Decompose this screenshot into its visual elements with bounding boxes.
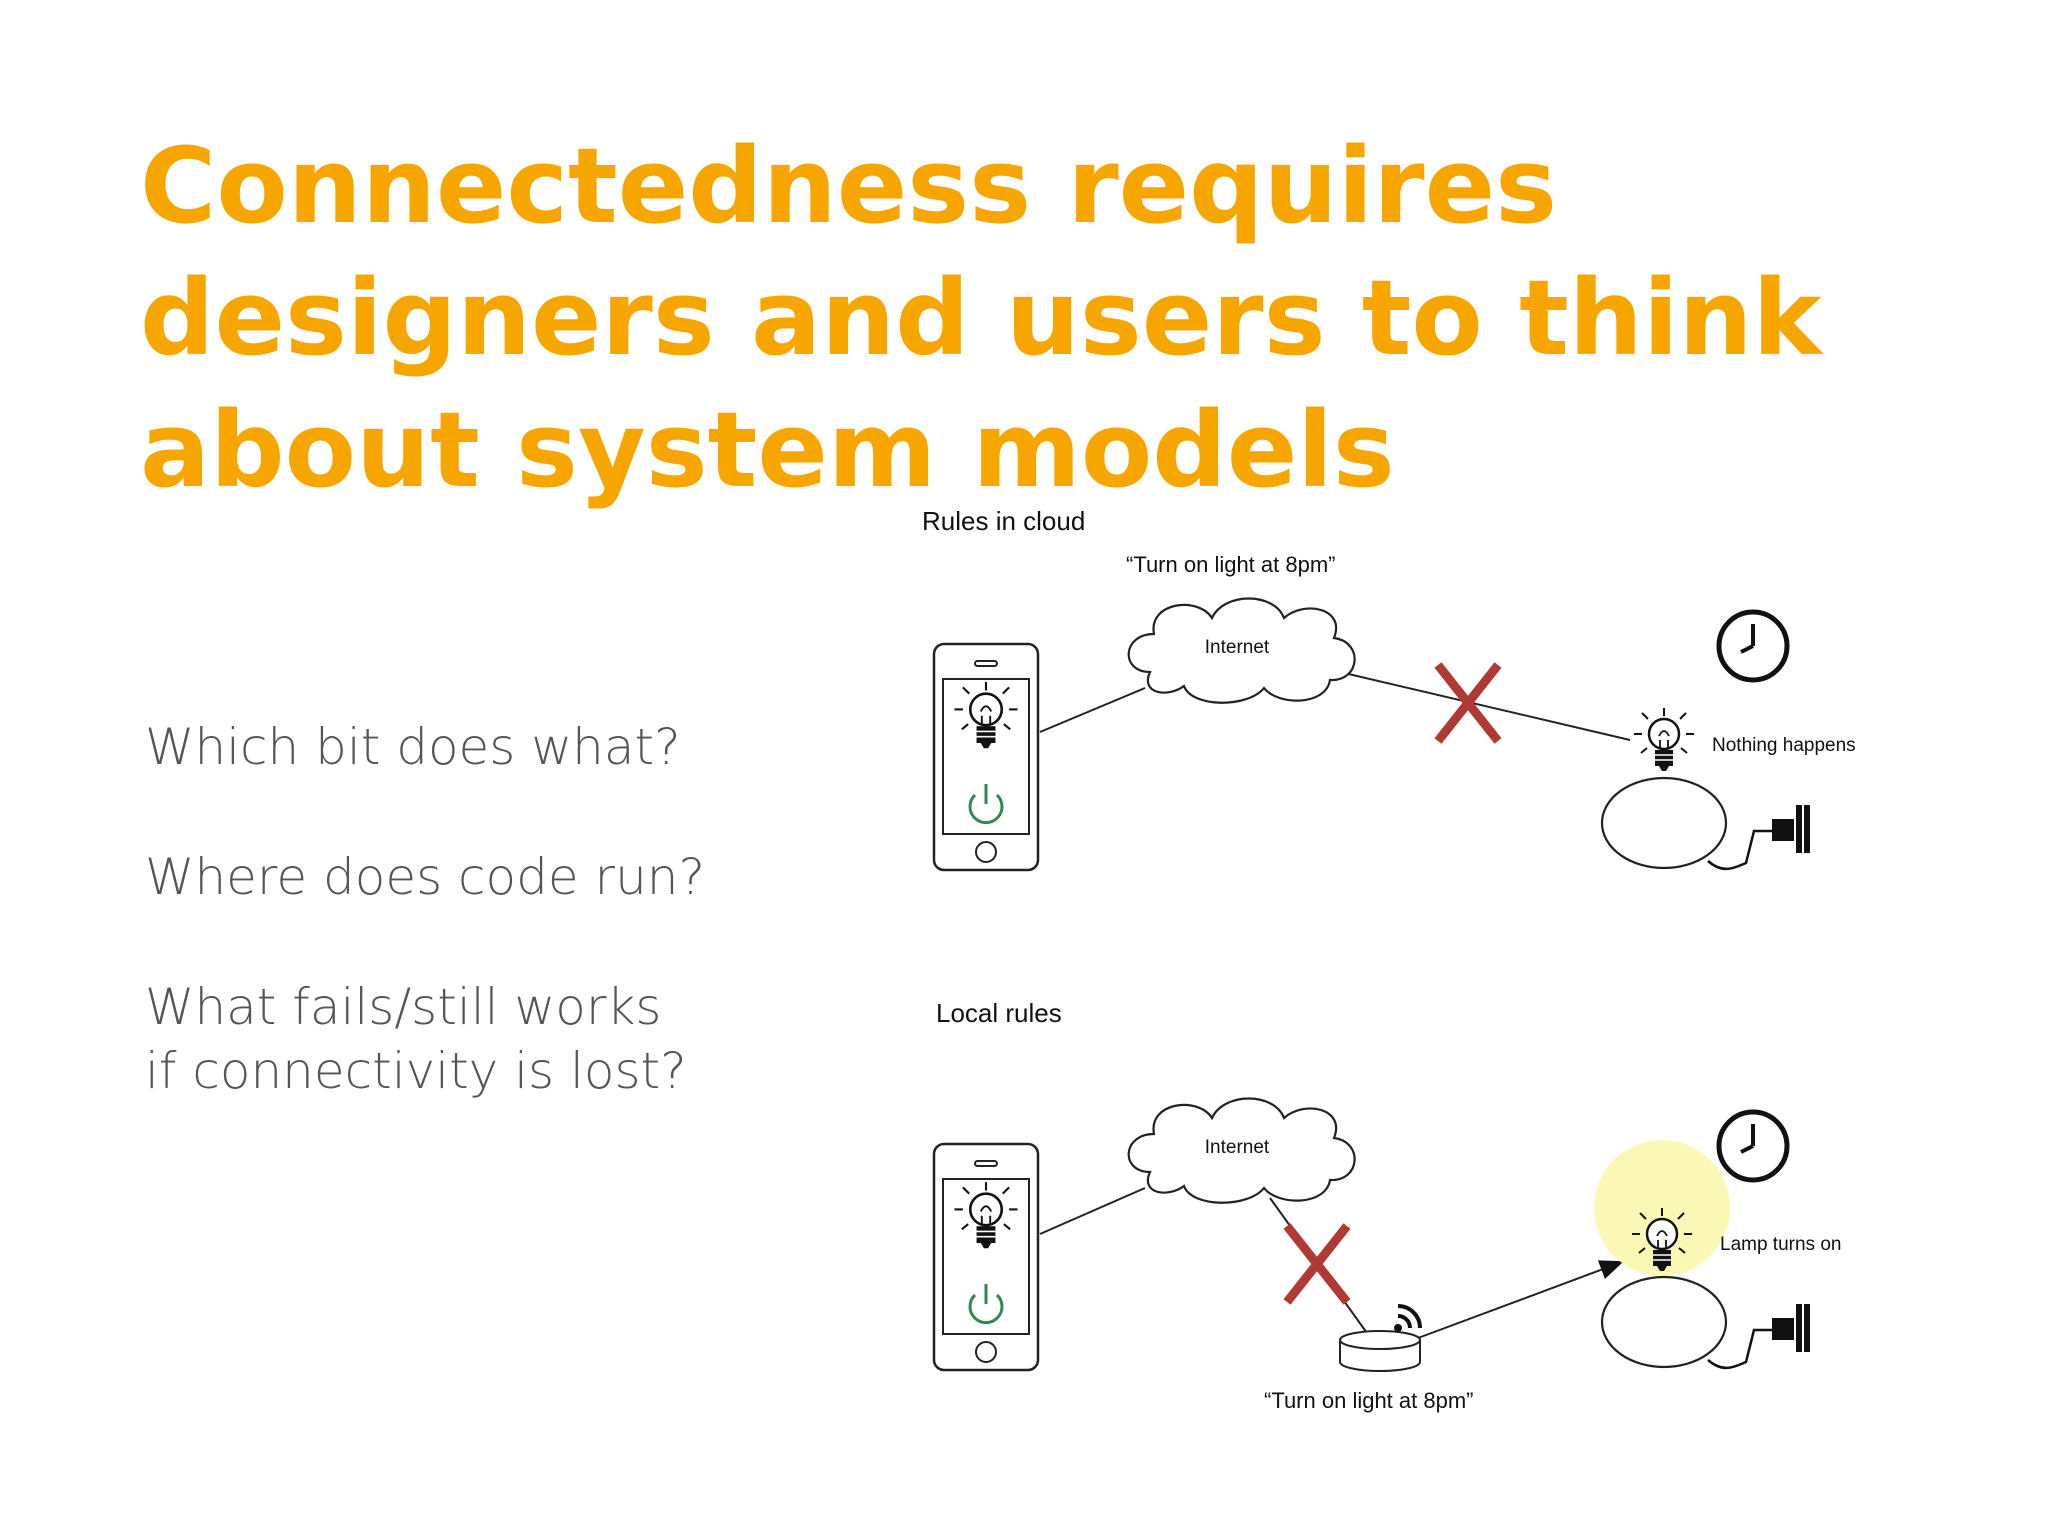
local-rules-heading: Local rules [936,998,1062,1028]
local-hub-icon [1339,1330,1421,1372]
bullet-connectivity-lost: What fails/still works if connectivity i… [145,978,687,1100]
local-result-label: Lamp turns on [1720,1234,1841,1255]
lamp-icon [1600,776,1812,871]
wifi-icon [1394,1304,1422,1332]
clock-icon [1719,1112,1787,1180]
lightbulb-icon [1632,706,1696,773]
smartphone-icon [932,1142,1040,1372]
cloud-rules-heading: Rules in cloud [922,506,1085,536]
failure-x-icon [1438,665,1498,741]
smartphone-icon [932,642,1040,872]
bullet-list: Which bit does what? Where does code run… [145,715,845,1169]
phone-internet-link [1039,687,1146,733]
cloud-rule-quote: “Turn on light at 8pm” [1126,552,1336,577]
phone-internet-link [1039,1187,1146,1235]
local-rule-quote: “Turn on light at 8pm” [1264,1388,1474,1413]
bullet-which-bit: Which bit does what? [145,718,681,776]
cloud-internet-label: Internet [1205,637,1270,658]
bullet-where-code-runs: Where does code run? [145,848,705,906]
internet-bulb-link [1339,671,1631,741]
clock-icon [1719,612,1787,680]
failure-x-icon [1287,1226,1347,1302]
local-internet-label: Internet [1205,1137,1270,1158]
cloud-result-label: Nothing happens [1712,735,1856,756]
lamp-icon [1600,1275,1812,1370]
slide-title: Connectedness requires designers and use… [140,125,1822,511]
hub-lamp-arrow [1417,1260,1624,1339]
